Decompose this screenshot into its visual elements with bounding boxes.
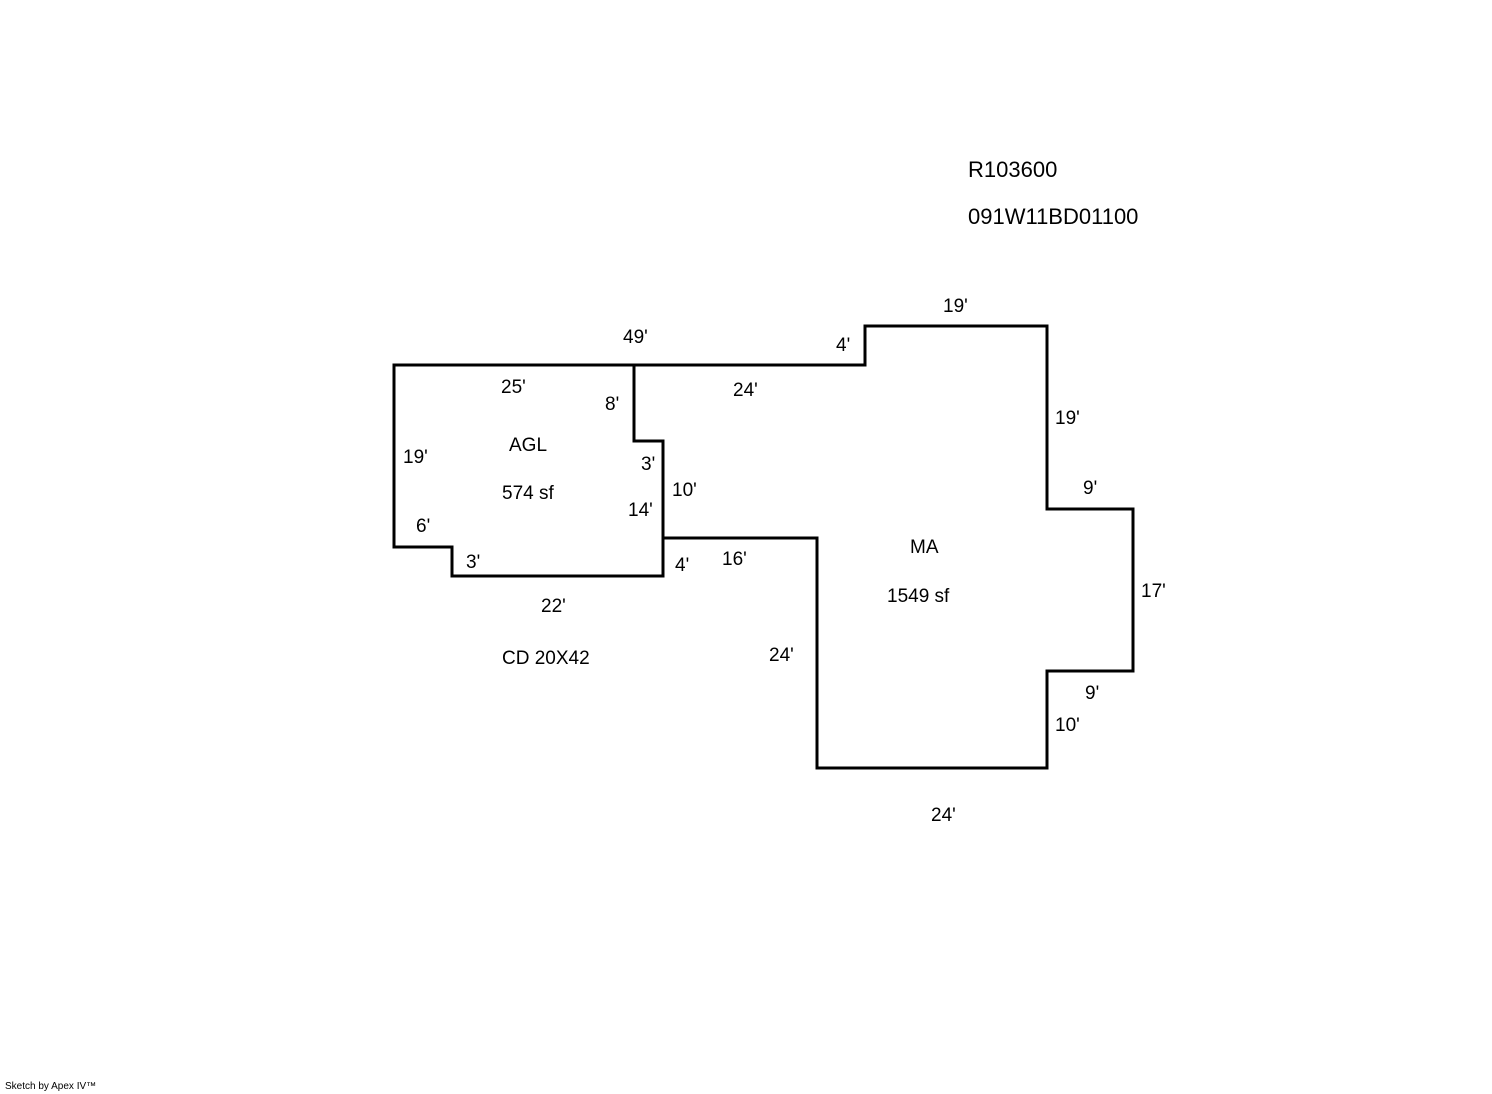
dim-agl-top: 25' [501,377,526,398]
parcel-id: 091W11BD01100 [968,204,1139,229]
dim-ma-top-left: 24' [733,380,758,401]
dim-agl-step-left: 6' [416,516,431,537]
dim-ma-bump-top: 9' [1083,478,1098,499]
dim-agl-step-bottom: 3' [466,552,481,573]
record-id: R103600 [968,157,1058,182]
dim-ma-top: 19' [943,296,968,317]
sketch-credit: Sketch by Apex IV™ [5,1081,97,1092]
agl-area-code: AGL [509,435,548,456]
dim-top-total: 49' [623,327,648,348]
agl-area-size: 574 sf [502,483,554,504]
dim-ma-left-step: 4' [675,555,690,576]
dim-ma-left-upper: 10' [672,480,697,501]
dim-ma-step-up: 4' [836,335,851,356]
dim-agl-inner-right: 14' [628,500,653,521]
dim-ma-lower-top: 16' [722,549,747,570]
dim-ma-bump-bottom: 9' [1085,683,1100,704]
ma-area-code: MA [910,537,939,558]
ma-area-size: 1549 sf [887,586,950,607]
dim-agl-inner-top: 8' [605,394,620,415]
dim-ma-right-upper: 19' [1055,408,1080,429]
dim-ma-bottom: 24' [931,805,956,826]
deck-note: CD 20X42 [502,648,590,669]
ma-outline [632,324,1135,770]
dim-ma-left-lower: 24' [769,645,794,666]
dim-ma-bump-right: 17' [1141,581,1166,602]
agl-outline [392,363,665,578]
dim-agl-left: 19' [403,447,428,468]
dim-agl-bottom: 22' [541,596,566,617]
dim-agl-inner-step: 3' [641,454,656,475]
dim-ma-right-lower: 10' [1055,715,1080,736]
